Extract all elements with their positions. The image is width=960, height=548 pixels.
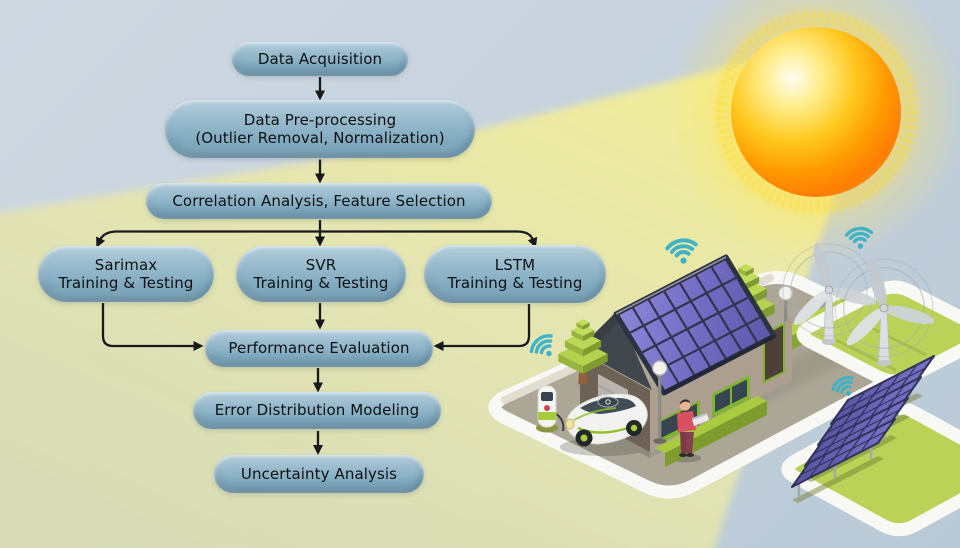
flow-node-svr: SVR Training & Testing	[236, 246, 406, 302]
flow-node-data-acquisition: Data Acquisition	[232, 42, 408, 76]
rooftop-solar-panels	[613, 254, 777, 396]
wind-turbines	[782, 240, 960, 388]
flow-node-error-distribution-modeling: Error Distribution Modeling	[193, 392, 441, 429]
flow-node-performance-evaluation: Performance Evaluation	[205, 330, 433, 367]
street-lamp	[652, 360, 668, 444]
person-with-laptop	[677, 399, 709, 457]
node-label: Correlation Analysis, Feature Selection	[172, 191, 466, 210]
node-label: LSTM	[494, 255, 536, 274]
node-label: Uncertainty Analysis	[240, 464, 398, 483]
solar-panel-farm	[781, 355, 960, 537]
flow-node-lstm: LSTM Training & Testing	[424, 245, 606, 303]
flow-node-data-preprocessing: Data Pre-processing (Outlier Removal, No…	[165, 100, 475, 158]
node-sublabel: Training & Testing	[58, 274, 194, 292]
sun-icon	[666, 0, 960, 262]
electric-car	[565, 393, 648, 447]
flow-node-correlation-feature-selection: Correlation Analysis, Feature Selection	[146, 183, 492, 219]
ev-charging-station	[536, 385, 565, 433]
node-label: SVR	[305, 255, 337, 274]
node-sublabel: Training & Testing	[253, 274, 389, 292]
flow-node-sarimax: Sarimax Training & Testing	[38, 246, 214, 302]
node-label: Error Distribution Modeling	[214, 401, 420, 420]
node-label: Performance Evaluation	[228, 339, 410, 358]
flow-node-uncertainty-analysis: Uncertainty Analysis	[214, 455, 424, 493]
node-label: Data Acquisition	[257, 49, 383, 68]
node-label: Sarimax	[94, 255, 158, 274]
node-sublabel: (Outlier Removal, Normalization)	[195, 129, 445, 147]
node-label: Data Pre-processing	[243, 110, 397, 129]
laptop	[692, 413, 709, 426]
node-sublabel: Training & Testing	[447, 274, 583, 292]
